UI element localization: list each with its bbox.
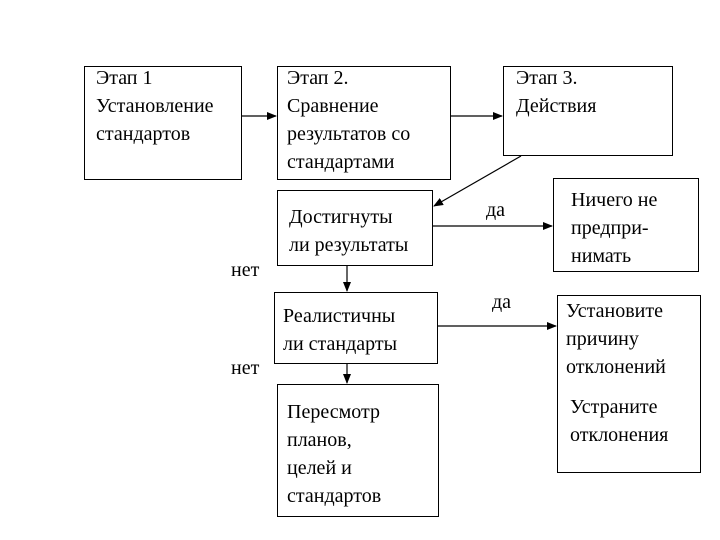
revise-box — [277, 384, 439, 517]
achieved-box — [277, 190, 433, 266]
nothing-text: Ничего не предпри- нимать — [571, 189, 658, 267]
actions-box — [557, 295, 701, 473]
nothing-box — [553, 178, 699, 272]
stage3-text: Этап 3. Действия — [516, 67, 597, 117]
stage2-box — [277, 66, 451, 180]
no-label-1: нет — [231, 259, 260, 281]
realistic-text: Реалистичны ли стандарты — [283, 305, 398, 355]
cause-text: Установите причину отклонений — [566, 300, 666, 378]
revise-text: Пересмотр планов, целей и стандартов — [287, 401, 382, 507]
fix-text: Устраните отклонения — [570, 396, 669, 446]
yes-label-2: да — [492, 291, 512, 313]
arrow-stage3-to-achieved — [433, 155, 522, 207]
achieved-text: Достигнуты ли результаты — [289, 206, 409, 256]
stage3-box — [503, 66, 673, 156]
yes-label-1: да — [486, 199, 506, 221]
realistic-box — [274, 292, 438, 364]
stage1-text: Этап 1 Установление стандартов — [96, 67, 214, 145]
stage2-text: Этап 2. Сравнение результатов со стандар… — [287, 67, 411, 173]
stage1-box — [84, 66, 242, 180]
no-label-2: нет — [231, 357, 260, 379]
